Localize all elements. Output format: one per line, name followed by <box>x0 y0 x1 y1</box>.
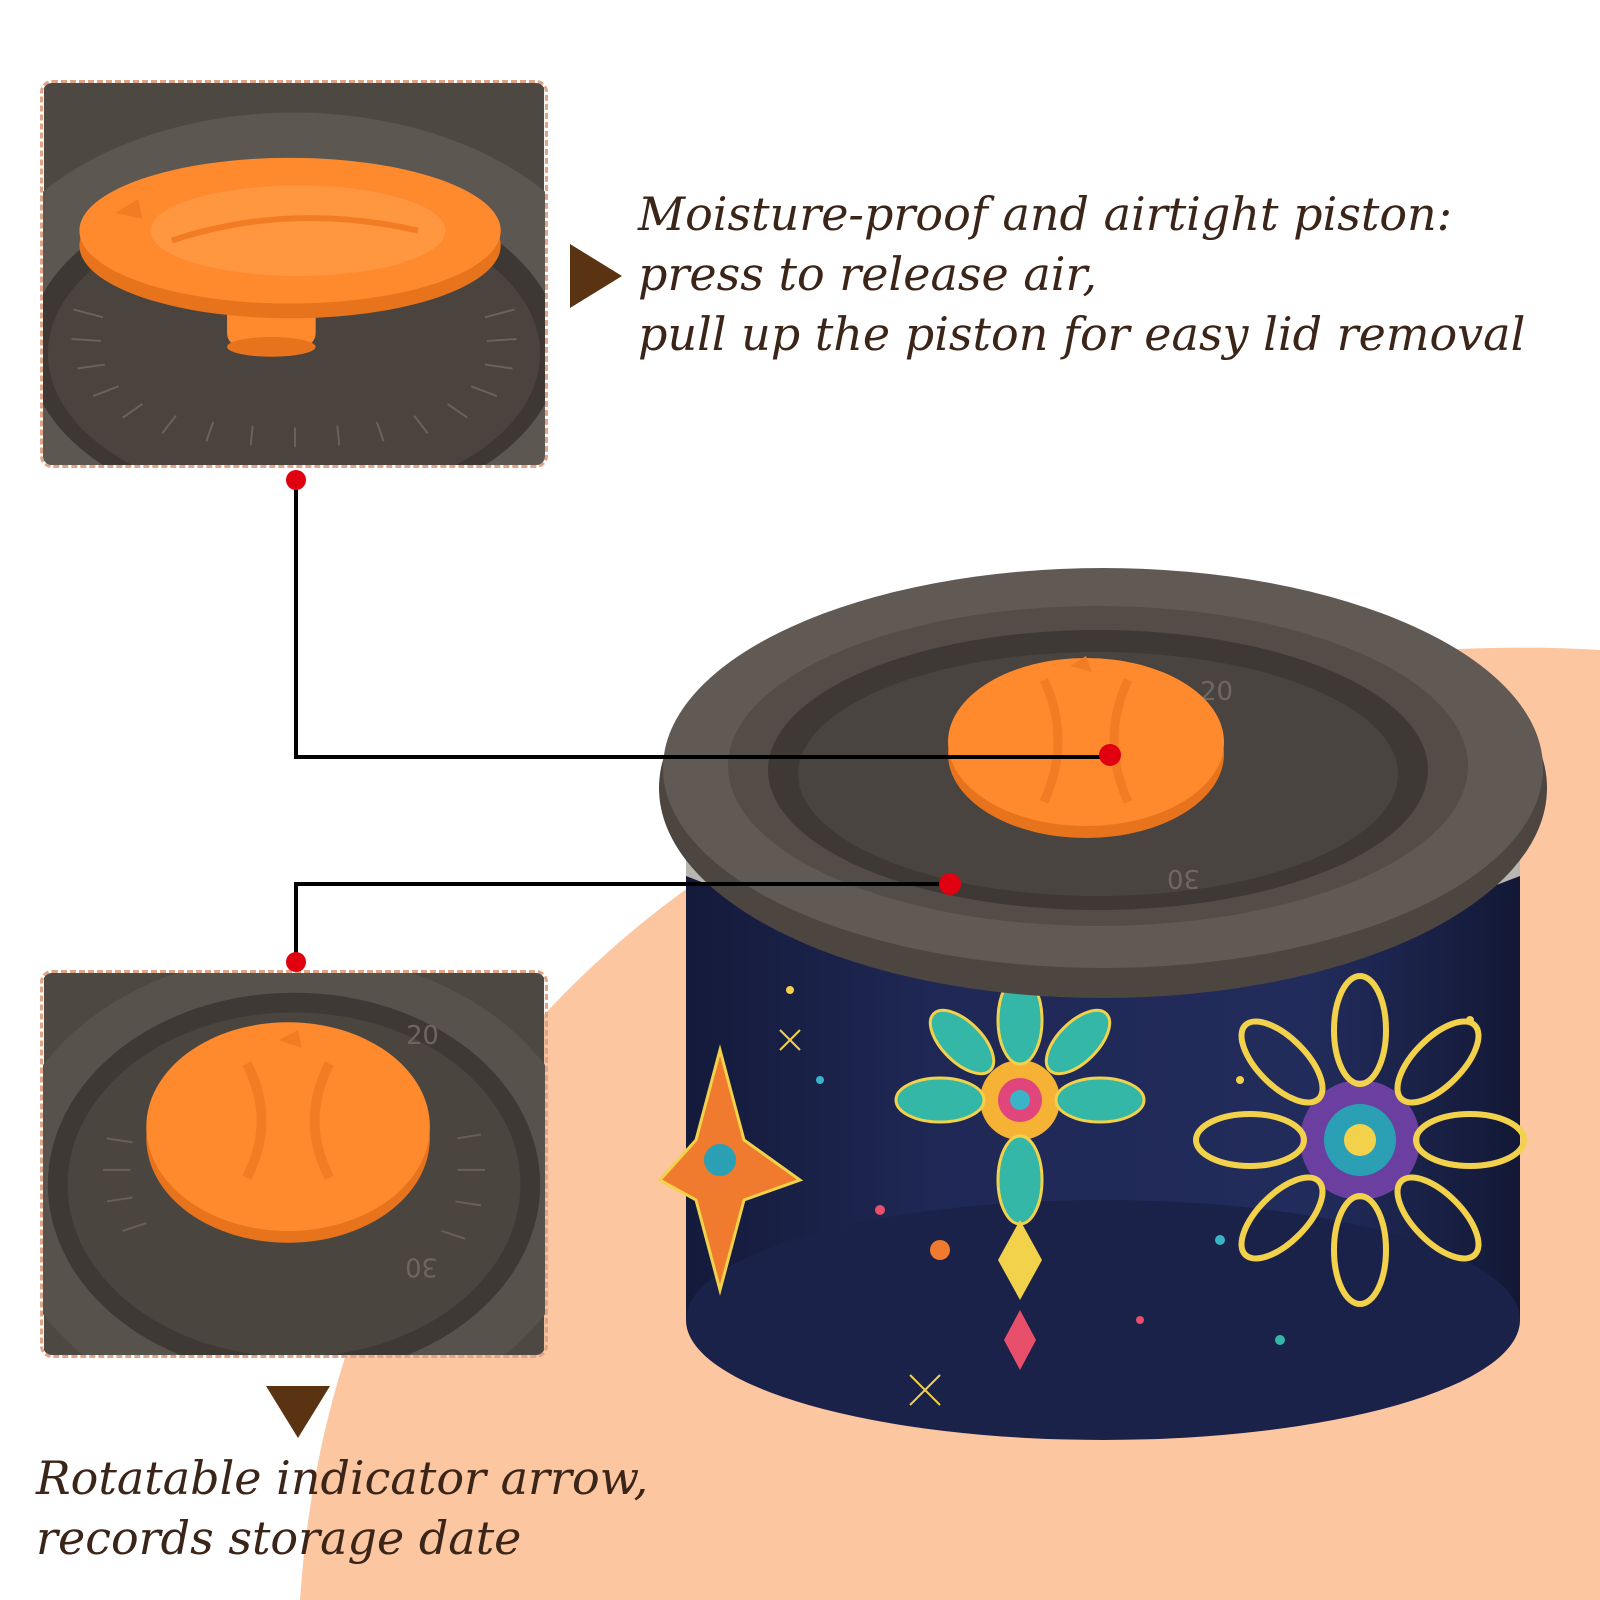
piston-caption-line-1: Moisture-proof and airtight piston: <box>638 187 1453 241</box>
lid-scale-number-30: 30 <box>1167 863 1200 893</box>
indicator-closeup-image: 20 30 <box>43 973 545 1355</box>
indicator-caption-line-1: Rotatable indicator arrow, <box>36 1451 649 1505</box>
indicator-caption-line-2: records storage date <box>36 1511 522 1565</box>
indicator-caption: Rotatable indicator arrow, records stora… <box>36 1448 756 1568</box>
lid-scale-number-30: 30 <box>405 1252 438 1282</box>
lid-scale-number-20: 20 <box>406 1021 439 1051</box>
piston-caption: Moisture-proof and airtight piston: pres… <box>638 184 1578 364</box>
piston-caption-line-2: press to release air, <box>638 247 1098 301</box>
piston-button[interactable] <box>948 656 1224 838</box>
canister-pattern <box>657 973 1527 1406</box>
piston-closeup-image <box>43 83 545 465</box>
food-canister-image: 20 30 <box>657 568 1547 1440</box>
piston-caption-line-3: pull up the piston for easy lid removal <box>638 307 1526 361</box>
piston-closeup-inset <box>40 80 548 468</box>
indicator-closeup-inset: 20 30 <box>40 970 548 1358</box>
